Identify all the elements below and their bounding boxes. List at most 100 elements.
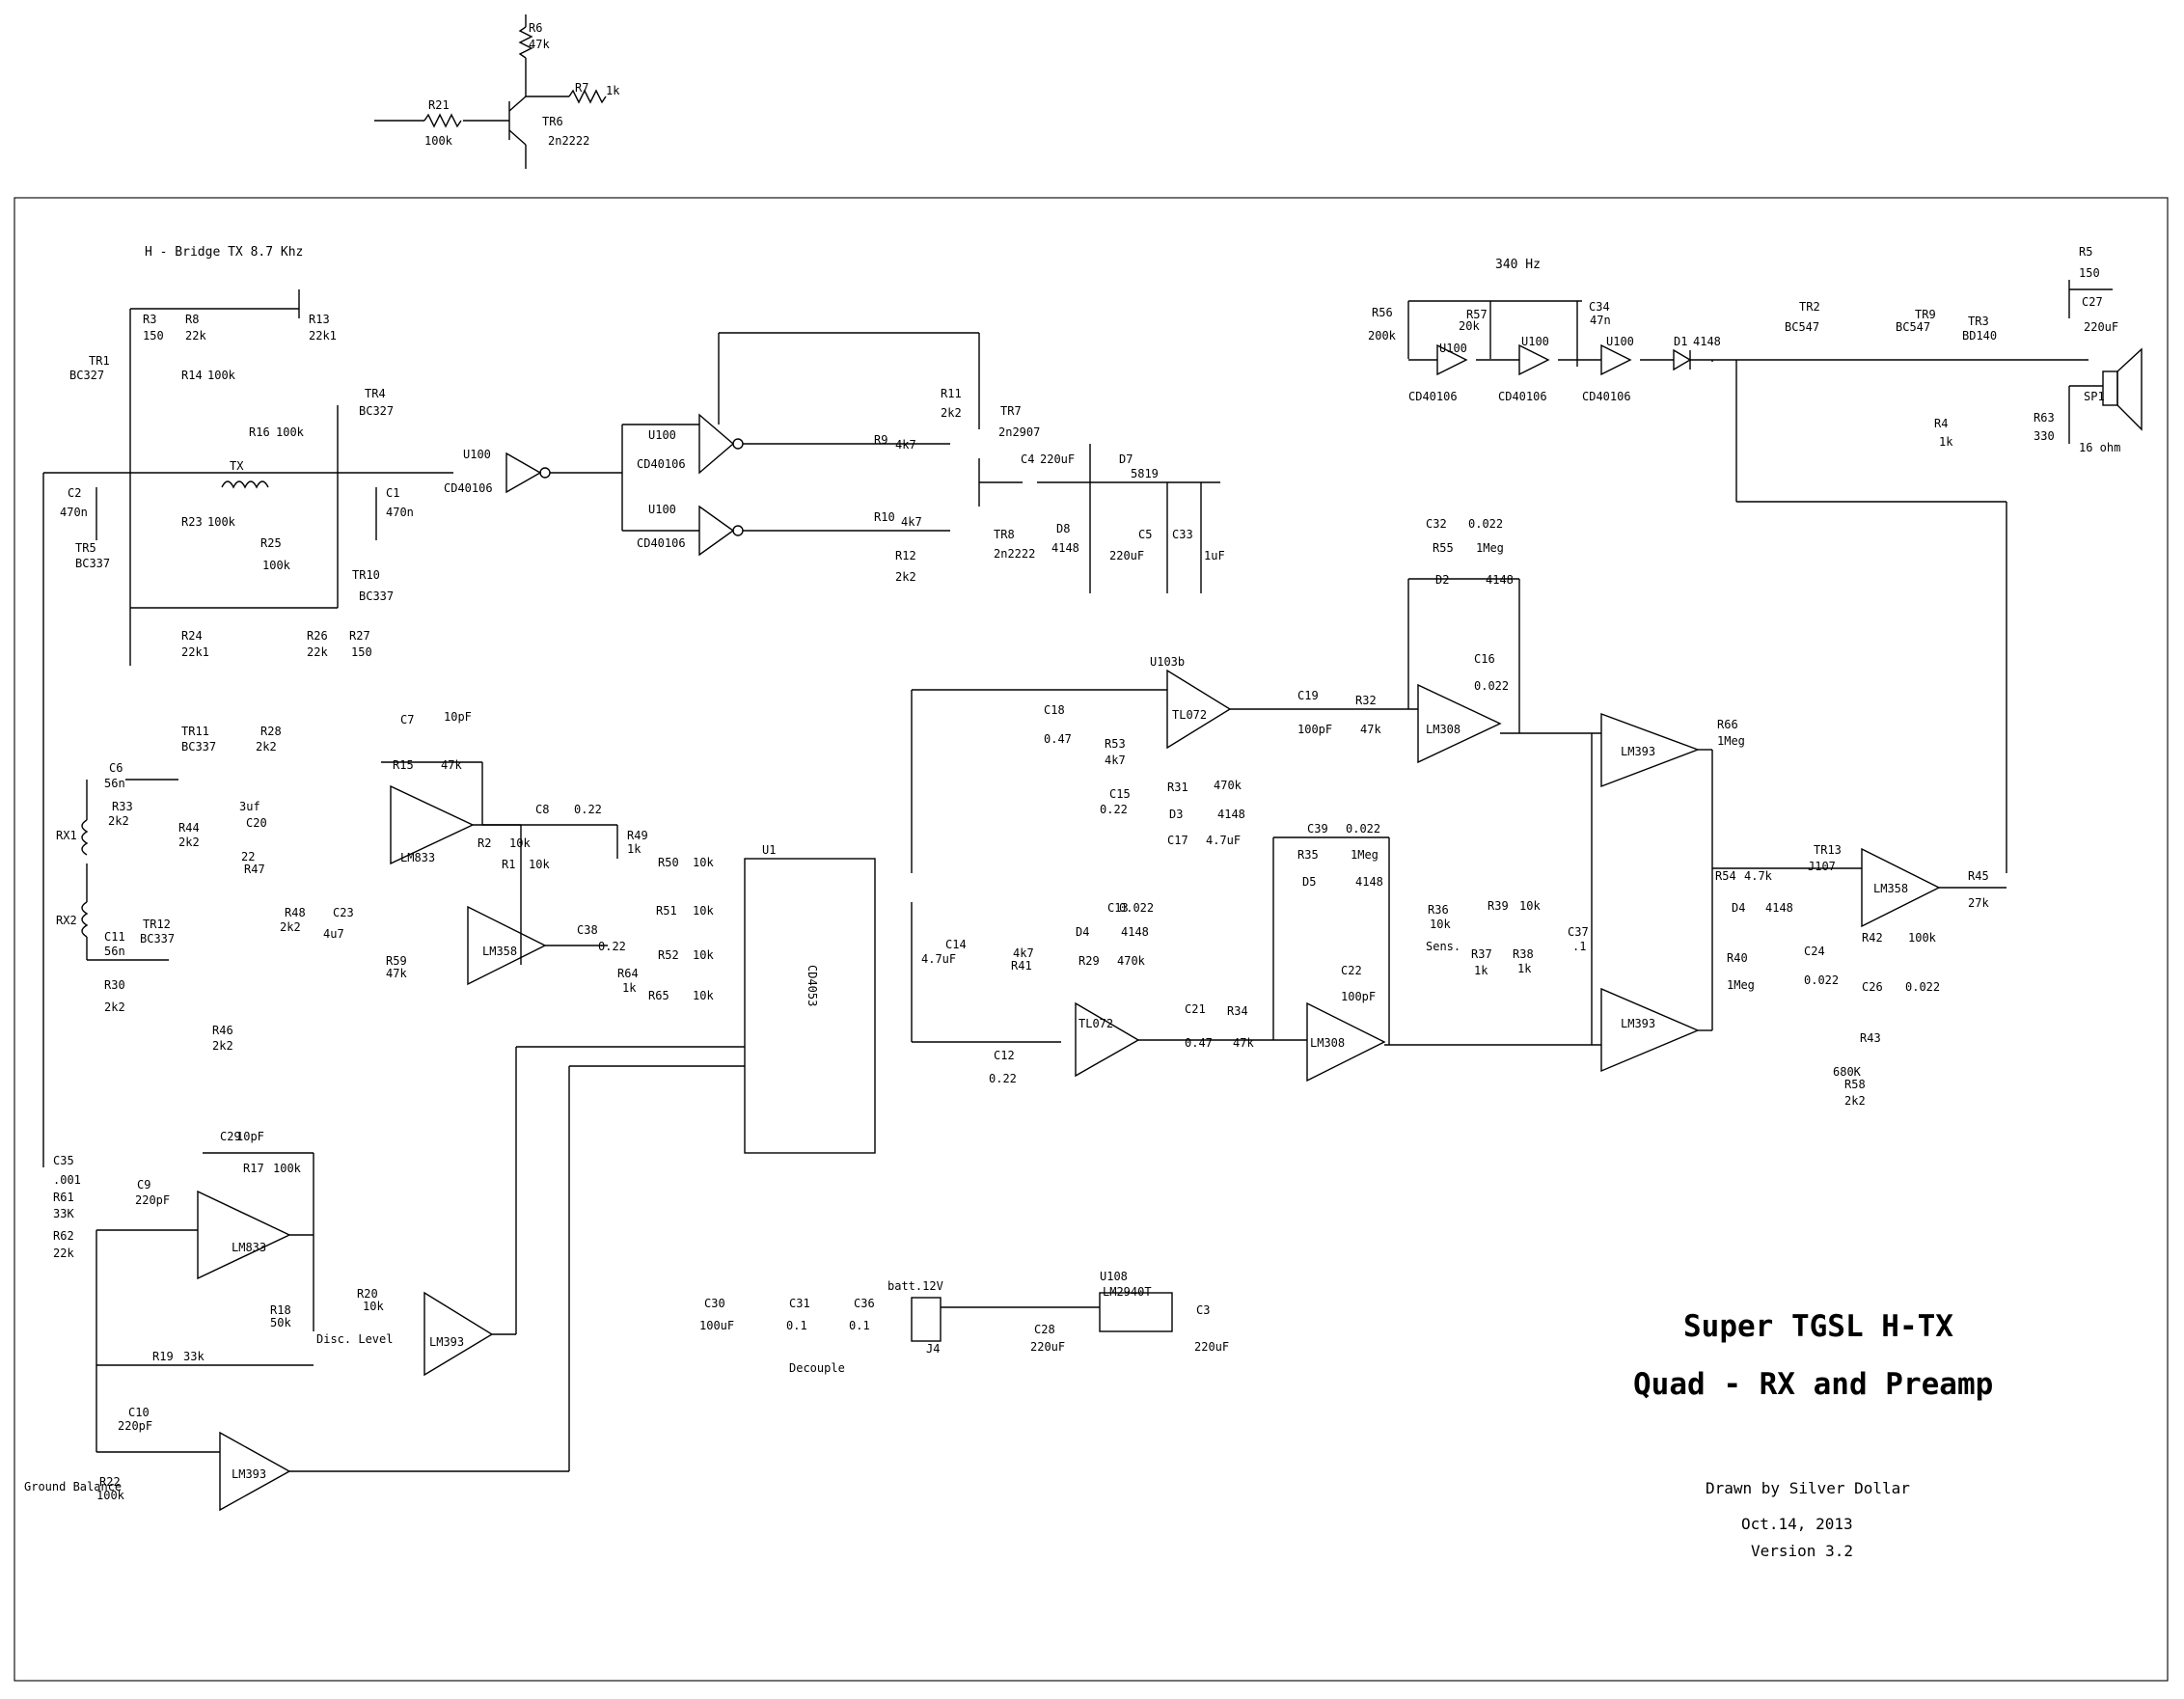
c5-value: 220uF [1109, 549, 1144, 562]
r9-ref: R9 [874, 433, 887, 447]
c38-ref: C38 [577, 923, 598, 937]
regulator-ref: U108 [1100, 1270, 1128, 1283]
u105-part: LM308 [1310, 1036, 1345, 1050]
c30-ref: C30 [704, 1297, 725, 1310]
tr2-value: BC547 [1785, 320, 1819, 334]
tr2-ref: TR2 [1799, 300, 1820, 314]
u103b-part: TL072 [1172, 708, 1207, 722]
c8-ref: C8 [535, 803, 549, 816]
u101a-part: LM833 [400, 851, 435, 864]
title-block: Super TGSL H-TX Quad - RX and Preamp Dra… [1633, 1309, 1993, 1560]
tr4-ref: TR4 [365, 387, 386, 400]
c13-value: 0.022 [1119, 901, 1154, 915]
r32-ref: R32 [1355, 694, 1377, 707]
d3-ref: D4 [1076, 925, 1089, 939]
cd4053-body [744, 858, 876, 1154]
r32-value: 47k [1360, 723, 1381, 736]
r19-value: 33k [183, 1350, 205, 1363]
r22-ref: R22 [99, 1475, 121, 1489]
c24-ref: C24 [1804, 945, 1825, 958]
r33-ref: R33 [112, 800, 133, 813]
title-line2: Quad - RX and Preamp [1633, 1367, 1993, 1402]
tr13-value: J107 [1808, 860, 1836, 873]
r12-ref: R12 [895, 549, 916, 562]
speaker-ref: SP1 [2084, 390, 2105, 403]
c33-ref: C33 [1172, 528, 1193, 541]
c19-ref: C16 [1474, 652, 1495, 666]
r41-value: 4k7 [1013, 946, 1034, 960]
r34-value: 47k [1233, 1036, 1254, 1050]
r6-ref: R6 [529, 21, 542, 35]
c22-value: 100pF [1341, 990, 1376, 1003]
r38-ref: R38 [1513, 947, 1534, 961]
r51-ref: R51 [656, 904, 677, 918]
r53-value: 4k7 [1105, 754, 1126, 767]
r42-ref: R42 [1862, 931, 1883, 945]
c26-ref: C26 [1862, 980, 1883, 994]
r52-ref: R52 [658, 948, 679, 962]
jack-label: J4 [926, 1342, 940, 1356]
c35-ref: C35 [53, 1154, 74, 1167]
r45-ref: R45 [1968, 869, 1989, 883]
c23-value: 4u7 [323, 927, 344, 941]
r9-value: 4k7 [895, 438, 916, 452]
r4-ref: R4 [1934, 417, 1948, 430]
c15-ref: C18 [1044, 703, 1065, 717]
r31-ref: R31 [1167, 781, 1188, 794]
d8-ref: D1 [1674, 335, 1687, 348]
u107b-part: LM358 [482, 945, 517, 958]
c2-value: 470n [60, 506, 88, 519]
r18-ref: R18 [270, 1303, 291, 1317]
r3-value: 150 [143, 329, 164, 343]
r58-ref: R58 [1844, 1078, 1866, 1091]
c30-value: 100uF [699, 1319, 734, 1332]
c9-ref: C9 [137, 1178, 150, 1192]
mux-section: U1 CD4053 R50 10k R51 10k R52 10k R65 10… [648, 843, 876, 1154]
u102b-part: LM393 [232, 1467, 266, 1481]
r23-ref: R23 [181, 515, 203, 529]
r6-value: 47k [529, 38, 550, 51]
c11-ref: C11 [104, 930, 125, 944]
c22-ref: C22 [1341, 964, 1362, 977]
r10-value: 4k7 [901, 515, 922, 529]
c26-value: 0.022 [1905, 980, 1940, 994]
tr10-ref: TR10 [352, 568, 380, 582]
tr8-ref: TR8 [994, 528, 1015, 541]
r33-value: 2k2 [108, 814, 129, 828]
tr3-ref: TR3 [1968, 315, 1989, 328]
r37-ref: R37 [1471, 947, 1492, 961]
tr9-value: BC547 [1896, 320, 1930, 334]
c18-value: 100pF [1297, 723, 1332, 736]
r10-ref: R10 [874, 510, 895, 524]
c31-ref: C31 [789, 1297, 810, 1310]
r24-value: 22k1 [181, 645, 209, 659]
r50-ref: R50 [658, 856, 679, 869]
r53-ref: R53 [1105, 737, 1126, 751]
r54-ref: R54 [1715, 869, 1736, 883]
r52-value: 10k [693, 948, 714, 962]
batt-connector [911, 1297, 942, 1342]
r42-value: 100k [1908, 931, 1937, 945]
d2-ref: D3 [1169, 808, 1183, 821]
r43-ref: R43 [1860, 1031, 1881, 1045]
r66-ref: R66 [1717, 718, 1738, 731]
u100-ref-e: U100 [1521, 335, 1549, 348]
r31-value: 470k [1214, 779, 1242, 792]
r39-ref: R39 [1488, 899, 1509, 913]
r43-value: 680K [1833, 1065, 1862, 1079]
speaker-impedance: 16 ohm [2079, 441, 2120, 454]
filter-section: U103b TL072 TL072 LM308 LM308 LM393 LM39… [911, 517, 2007, 1108]
r59-ref: R59 [386, 954, 407, 968]
date: Oct.14, 2013 [1741, 1515, 1853, 1533]
u107a-part: LM358 [1873, 882, 1908, 895]
d5-ref: D4 [1732, 901, 1745, 915]
tr1-value: BC327 [69, 369, 104, 382]
r64-ref: R64 [617, 967, 639, 980]
mux-part: CD4053 [805, 965, 819, 1006]
u100-ref-d: U100 [1439, 342, 1467, 355]
r61-ref: R61 [53, 1191, 74, 1204]
d5-value: 4148 [1765, 901, 1793, 915]
r7-value: 1k [606, 84, 620, 97]
r30-value: 2k2 [104, 1000, 125, 1014]
